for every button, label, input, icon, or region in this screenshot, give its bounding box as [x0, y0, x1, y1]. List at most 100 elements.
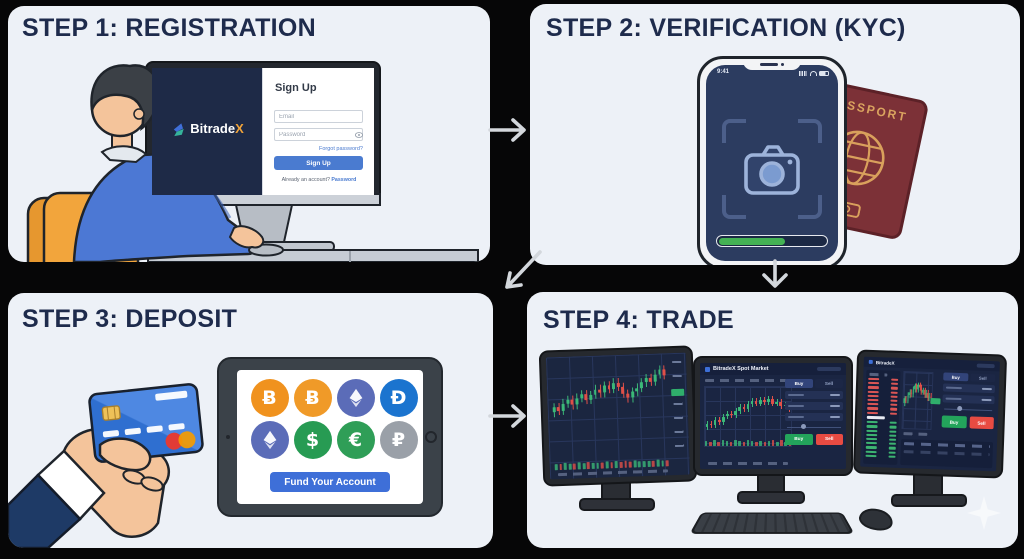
bitradex-logo: BitradeX: [152, 120, 262, 138]
footer-link[interactable]: Password: [331, 177, 357, 183]
account-pill: [817, 367, 841, 371]
hand-with-card-illustration: [8, 383, 204, 548]
price-field[interactable]: [942, 383, 996, 394]
dash-icon: Đ: [379, 379, 418, 417]
hand-thumb: [98, 437, 152, 472]
bitradex-logo-icon: [868, 359, 873, 364]
buy-button[interactable]: Buy: [941, 415, 967, 429]
footer-text: Already an account?: [281, 177, 330, 183]
card-chip: [101, 405, 121, 421]
arrow-step2-to-step3: [505, 250, 542, 289]
signup-form: Sign Up Forgot password? Sign Up Already…: [262, 68, 374, 195]
dashboard-header: BitradeX: [863, 356, 1000, 372]
total-field[interactable]: [785, 413, 843, 421]
ethereum-icon: [336, 379, 375, 417]
sparkle-watermark-icon: [967, 496, 1001, 530]
amount-field[interactable]: [785, 402, 843, 410]
sell-button[interactable]: Sell: [815, 434, 843, 445]
brand-name: Bitrade: [190, 121, 236, 136]
step4-title: STEP 4: TRADE: [543, 306, 734, 334]
amount-slider[interactable]: [785, 424, 843, 430]
ethereum-icon: [250, 421, 289, 459]
phone-clock: 9:41: [717, 69, 730, 75]
wifi-icon: [809, 71, 817, 76]
euro-icon: €: [336, 421, 375, 459]
time-axis: [557, 469, 668, 477]
order-book: [863, 369, 901, 465]
buy-button[interactable]: Buy: [785, 434, 813, 445]
buy-tab[interactable]: Buy: [785, 379, 813, 388]
monitor-stand: [915, 472, 941, 498]
signal-icon: [799, 71, 807, 76]
bitcoin-icon: Ƀ: [250, 379, 289, 417]
phone-notch: [743, 59, 801, 70]
monitor-middle-spot-market: BitradeX Spot Market Buy Sell Buy Sell: [695, 358, 851, 474]
keyboard: [693, 513, 851, 532]
verification-progress-bar: [716, 235, 828, 247]
price-tag: [930, 398, 941, 405]
scan-frame: [722, 119, 822, 219]
spot-market-header: BitradeX Spot Market: [700, 363, 846, 375]
signup-footer: Already an account? Password: [263, 177, 375, 183]
battery-icon: [819, 71, 829, 76]
forgot-password-link[interactable]: Forgot password?: [318, 146, 363, 152]
buy-tab[interactable]: Buy: [943, 372, 969, 382]
panel-step1-registration: STEP 1: REGISTRATION: [8, 6, 490, 262]
time-axis: [708, 462, 788, 465]
sell-tab[interactable]: Sell: [815, 379, 843, 388]
arrow-step1-to-step2: [488, 118, 526, 142]
step3-title: STEP 3: DEPOSIT: [22, 305, 238, 333]
bitradex-logo-icon: [705, 366, 710, 372]
tablet-home-button[interactable]: [425, 431, 437, 443]
smartphone: 9:41: [697, 56, 847, 265]
bitcoin-icon: Ƀ: [293, 379, 332, 417]
order-book-asks: [865, 378, 900, 415]
price-tag: [671, 388, 685, 397]
phone-status-icons: [799, 71, 829, 76]
arrow-step3-to-step4: [488, 404, 526, 428]
panel-step3-deposit: STEP 3: DEPOSIT: [8, 293, 493, 548]
person-hand: [228, 225, 265, 249]
panel-step4-trade: STEP 4: TRADE BitradeX Spot Market: [527, 292, 1018, 548]
amount-field[interactable]: [942, 394, 995, 405]
eye-icon[interactable]: [355, 132, 363, 138]
bitradex-logo-icon: [174, 122, 184, 136]
dashboard-chart: [901, 371, 941, 438]
price-field[interactable]: [785, 391, 843, 399]
signup-button[interactable]: Sign Up: [274, 156, 363, 170]
password-field[interactable]: [274, 128, 363, 141]
monitor-stand: [759, 471, 783, 495]
panel-step2-verification: STEP 2: VERIFICATION (KYC) PASSPORT 9:41: [530, 4, 1020, 265]
sell-tab[interactable]: Sell: [970, 373, 996, 383]
fund-account-button[interactable]: Fund Your Account: [270, 472, 390, 492]
dollar-icon: $: [293, 421, 332, 459]
monitor-left-chart: [540, 347, 696, 485]
time-axis: [903, 432, 928, 436]
order-entry-panel: Buy Sell Buy Sell: [785, 379, 843, 466]
spot-market-title: BitradeX Spot Market: [713, 366, 769, 372]
account-pill: [976, 363, 995, 369]
email-field[interactable]: [274, 110, 363, 123]
mouse: [859, 508, 893, 531]
monitor-right-dashboard: BitradeX Buy Sell: [854, 351, 1006, 477]
monitor-screen-brand-side: BitradeX: [152, 68, 262, 195]
tablet-camera-icon: [226, 435, 230, 439]
amount-slider[interactable]: [942, 405, 994, 413]
order-book-bids: [863, 421, 898, 458]
dashboard-brand: BitradeX: [875, 359, 895, 366]
step1-title: STEP 1: REGISTRATION: [22, 14, 317, 42]
mastercard-icon: [165, 432, 183, 450]
order-entry-panel: Buy Sell Buy Sell: [941, 372, 996, 448]
monitor-base: [893, 496, 965, 505]
camera-icon: [744, 145, 800, 195]
progress-fill: [718, 237, 785, 245]
sell-button[interactable]: Sell: [969, 416, 994, 430]
monitor-base: [581, 500, 653, 509]
peso-icon: ₽: [379, 421, 418, 459]
chart-toolbar: [705, 379, 786, 382]
monitor-base: [739, 493, 803, 502]
